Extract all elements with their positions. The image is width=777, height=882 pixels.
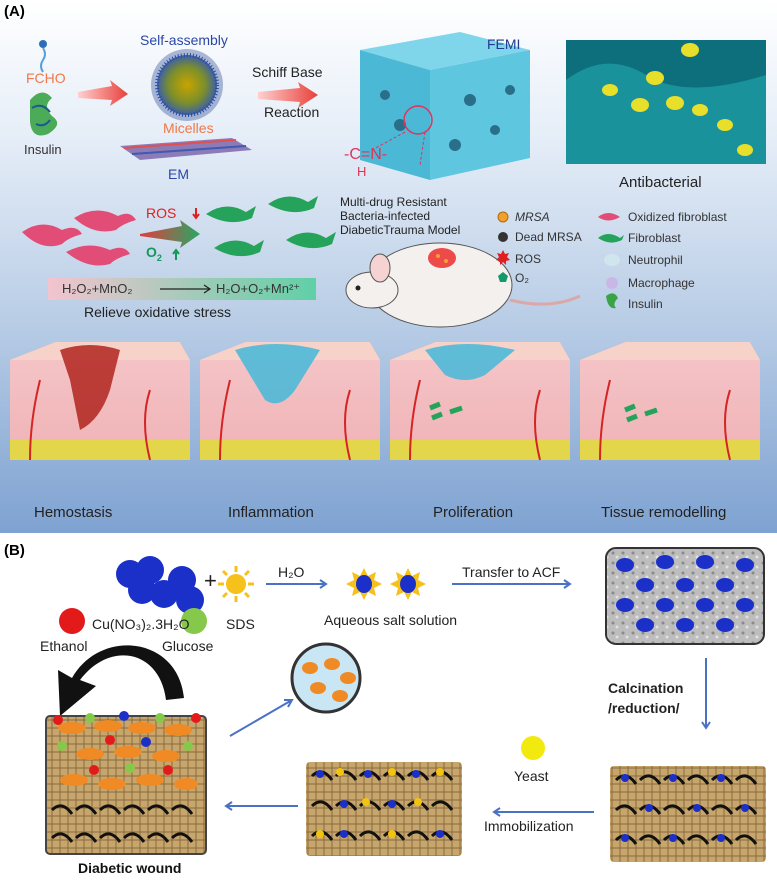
yeast-magnified-circle: [290, 642, 362, 714]
arrow-immobilization: [492, 807, 594, 817]
legend-o2-marker: [498, 272, 508, 282]
stage-inflammation-label: Inflammation: [228, 504, 314, 521]
legend-ros-marker: [496, 250, 510, 265]
fcho-label: FCHO: [26, 70, 66, 86]
panel-b-label: (B): [4, 542, 25, 559]
ethanol-molecule-icon: [59, 608, 85, 634]
schiff-base-label: Schiff Base: [252, 64, 323, 80]
femi-label: FEMI: [487, 36, 521, 52]
em-film-icon: [120, 138, 252, 160]
relieve-label: Relieve oxidative stress: [84, 304, 232, 320]
insulin-molecule-icon: [30, 92, 58, 136]
ros-label: ROS: [146, 205, 177, 221]
legend-neutrophil-label: Neutrophil: [628, 253, 683, 267]
cu-salt-cluster-icon: [116, 556, 204, 614]
skin-block-hemostasis: [10, 342, 190, 461]
fibroblast-cells: [206, 196, 336, 257]
aqueous-label: Aqueous salt solution: [324, 612, 458, 628]
legend-macrophage-marker: [606, 277, 618, 289]
yeast-immobilized-block: [306, 762, 462, 856]
glucose-label: Glucose: [162, 638, 214, 654]
legend-dead-mrsa-label: Dead MRSA: [515, 230, 582, 244]
stage-tissue-remodelling-label: Tissue remodelling: [601, 504, 727, 521]
reaction-left-text: H₂O₂+MnO₂: [62, 281, 133, 296]
legend-dead-mrsa-marker: [498, 232, 508, 242]
mouse-model-icon: [345, 242, 581, 328]
arrow-transfer: [452, 579, 572, 589]
imine-bond-label: -C=N-: [344, 146, 388, 163]
skin-block-proliferation: [390, 342, 570, 461]
fcho-molecule-icon: [39, 40, 47, 73]
legend-mrsa-marker: [497, 211, 509, 223]
stage-hemostasis-label: Hemostasis: [34, 504, 113, 521]
panel-b: (B) + Cu(NO₃)₂.3H₂O SDS H₂O Aqueous salt…: [0, 540, 777, 882]
skin-block-tissue-remodelling: [580, 342, 760, 461]
imine-h-label: H: [357, 164, 367, 179]
diabetic-wound-label: Diabetic wound: [78, 860, 182, 876]
arrow-to-micelles: [78, 80, 128, 106]
legend-insulin-label: Insulin: [628, 297, 663, 311]
arrow-calcination: [701, 658, 711, 730]
acf-loaded-block: [605, 547, 765, 645]
em-label: EM: [168, 166, 189, 182]
femi-hydrogel-icon: [360, 32, 530, 180]
glucose-molecule-icon: [181, 608, 207, 634]
sds-label: SDS: [226, 616, 255, 632]
panel-a-label: (A): [4, 3, 25, 20]
arrow-to-wound: [224, 801, 298, 811]
legend-oxidized-fibroblast-label: Oxidized fibroblast: [628, 210, 727, 224]
reaction-label: Reaction: [264, 104, 320, 120]
insulin-label: Insulin: [24, 142, 62, 157]
arrow-magnify: [229, 699, 294, 737]
self-assembly-label: Self-assembly: [140, 32, 228, 48]
arrow-to-femi: [258, 82, 318, 108]
micelle-icon: [151, 49, 223, 121]
legend-insulin-marker: [606, 293, 618, 309]
yeast-label: Yeast: [514, 768, 549, 784]
legend-neutrophil-marker: [604, 254, 620, 266]
reaction-arrow-icon: [160, 284, 212, 294]
panel-b-graphics: [45, 547, 766, 862]
skin-block-inflammation: [200, 342, 380, 461]
model-description: Multi-drug Resistant Bacteria-infected D…: [340, 195, 461, 237]
cu-salt-label: Cu(NO₃)₂.3H₂O: [92, 616, 190, 632]
aqueous-solution-icon: [346, 568, 426, 600]
h2o-label: H₂O: [278, 564, 305, 580]
diabetic-wound-block: [45, 711, 207, 855]
antibacterial-label: Antibacterial: [619, 174, 702, 191]
legend-fibroblast-label: Fibroblast: [628, 231, 681, 245]
yeast-icon: [521, 736, 545, 760]
legend-macrophage-label: Macrophage: [628, 276, 695, 290]
ros-down-arrow-icon: [192, 208, 200, 220]
legend-oxidized-fibroblast-marker: [598, 213, 620, 221]
immobilization-label: Immobilization: [484, 818, 574, 834]
ros-to-o2-arrow: [140, 220, 200, 248]
arrow-h2o: [266, 579, 328, 589]
micelles-label: Micelles: [163, 120, 214, 136]
conversion-arrow-icon: [58, 645, 184, 716]
o2-up-arrow-icon: [172, 248, 180, 260]
panel-a-graphics: [10, 32, 766, 461]
plus-sign: +: [204, 568, 217, 593]
legend-mrsa-label: MRSA: [515, 210, 550, 224]
legend-fibroblast-marker: [598, 234, 624, 243]
calcination-label: Calcination: [608, 680, 684, 696]
oxidized-fibroblast-cells: [22, 210, 136, 266]
calcined-acf-block: [610, 766, 766, 862]
panel-a: (A) FCHO Insulin Self-assembly Micelles …: [0, 0, 777, 533]
reaction-right-text: H₂O+O₂+Mn²⁺: [216, 281, 301, 296]
sds-sun-icon: [218, 566, 254, 602]
ethanol-label: Ethanol: [40, 638, 88, 654]
stage-proliferation-label: Proliferation: [433, 504, 514, 521]
antibacterial-sem-image: [566, 40, 766, 164]
legend-o2-label: O₂: [515, 271, 529, 285]
reduction-label: /reduction/: [608, 700, 680, 716]
legend-ros-label: ROS: [515, 252, 542, 266]
transfer-label: Transfer to ACF: [462, 564, 561, 580]
o2-label: O2: [146, 244, 162, 263]
